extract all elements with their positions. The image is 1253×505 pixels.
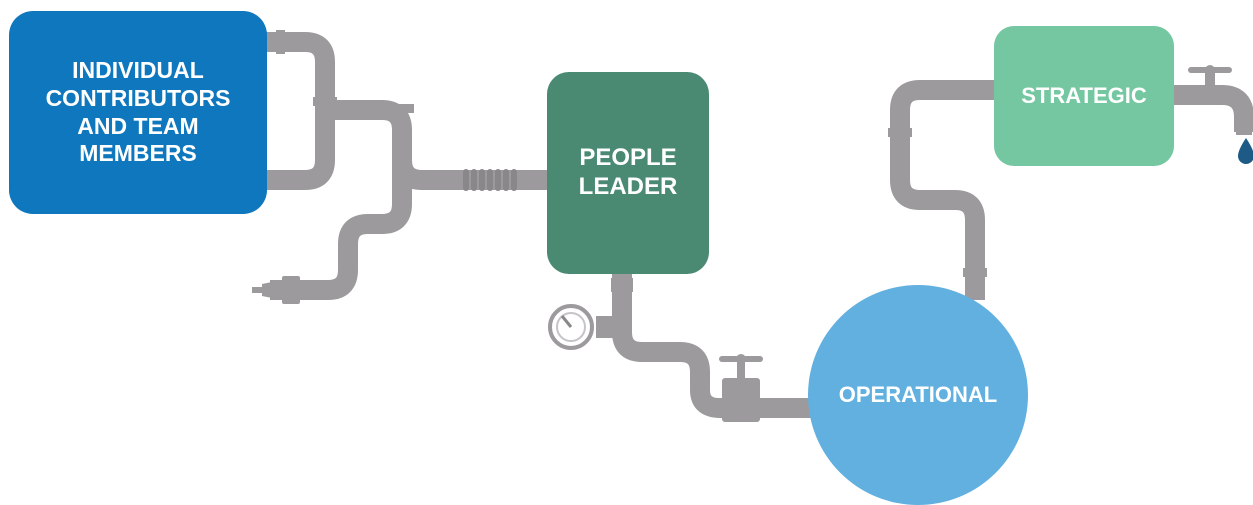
pipe-couplings (276, 30, 1186, 292)
valve-wheel-icon (719, 354, 763, 422)
water-drop-icon (1238, 138, 1253, 164)
pipe-to-operational (612, 274, 815, 418)
faucet-spout (1172, 85, 1253, 132)
pipe-outlet-nozzle-icon (252, 276, 300, 304)
people-leader-box: PEOPLE LEADER (547, 72, 709, 274)
pipe-to-strategic (890, 80, 996, 300)
pipe-to-outlet (270, 160, 412, 300)
pipe-loop (265, 32, 335, 190)
pipe-bellows-icon (463, 169, 517, 191)
faucet-icon (1188, 65, 1252, 135)
strategic-box: STRATEGIC (994, 26, 1174, 166)
operational-circle: OPERATIONAL (808, 285, 1028, 505)
pressure-gauge-icon (548, 304, 622, 350)
individual-contributors-box: INDIVIDUAL CONTRIBUTORS AND TEAM MEMBERS (9, 11, 267, 214)
